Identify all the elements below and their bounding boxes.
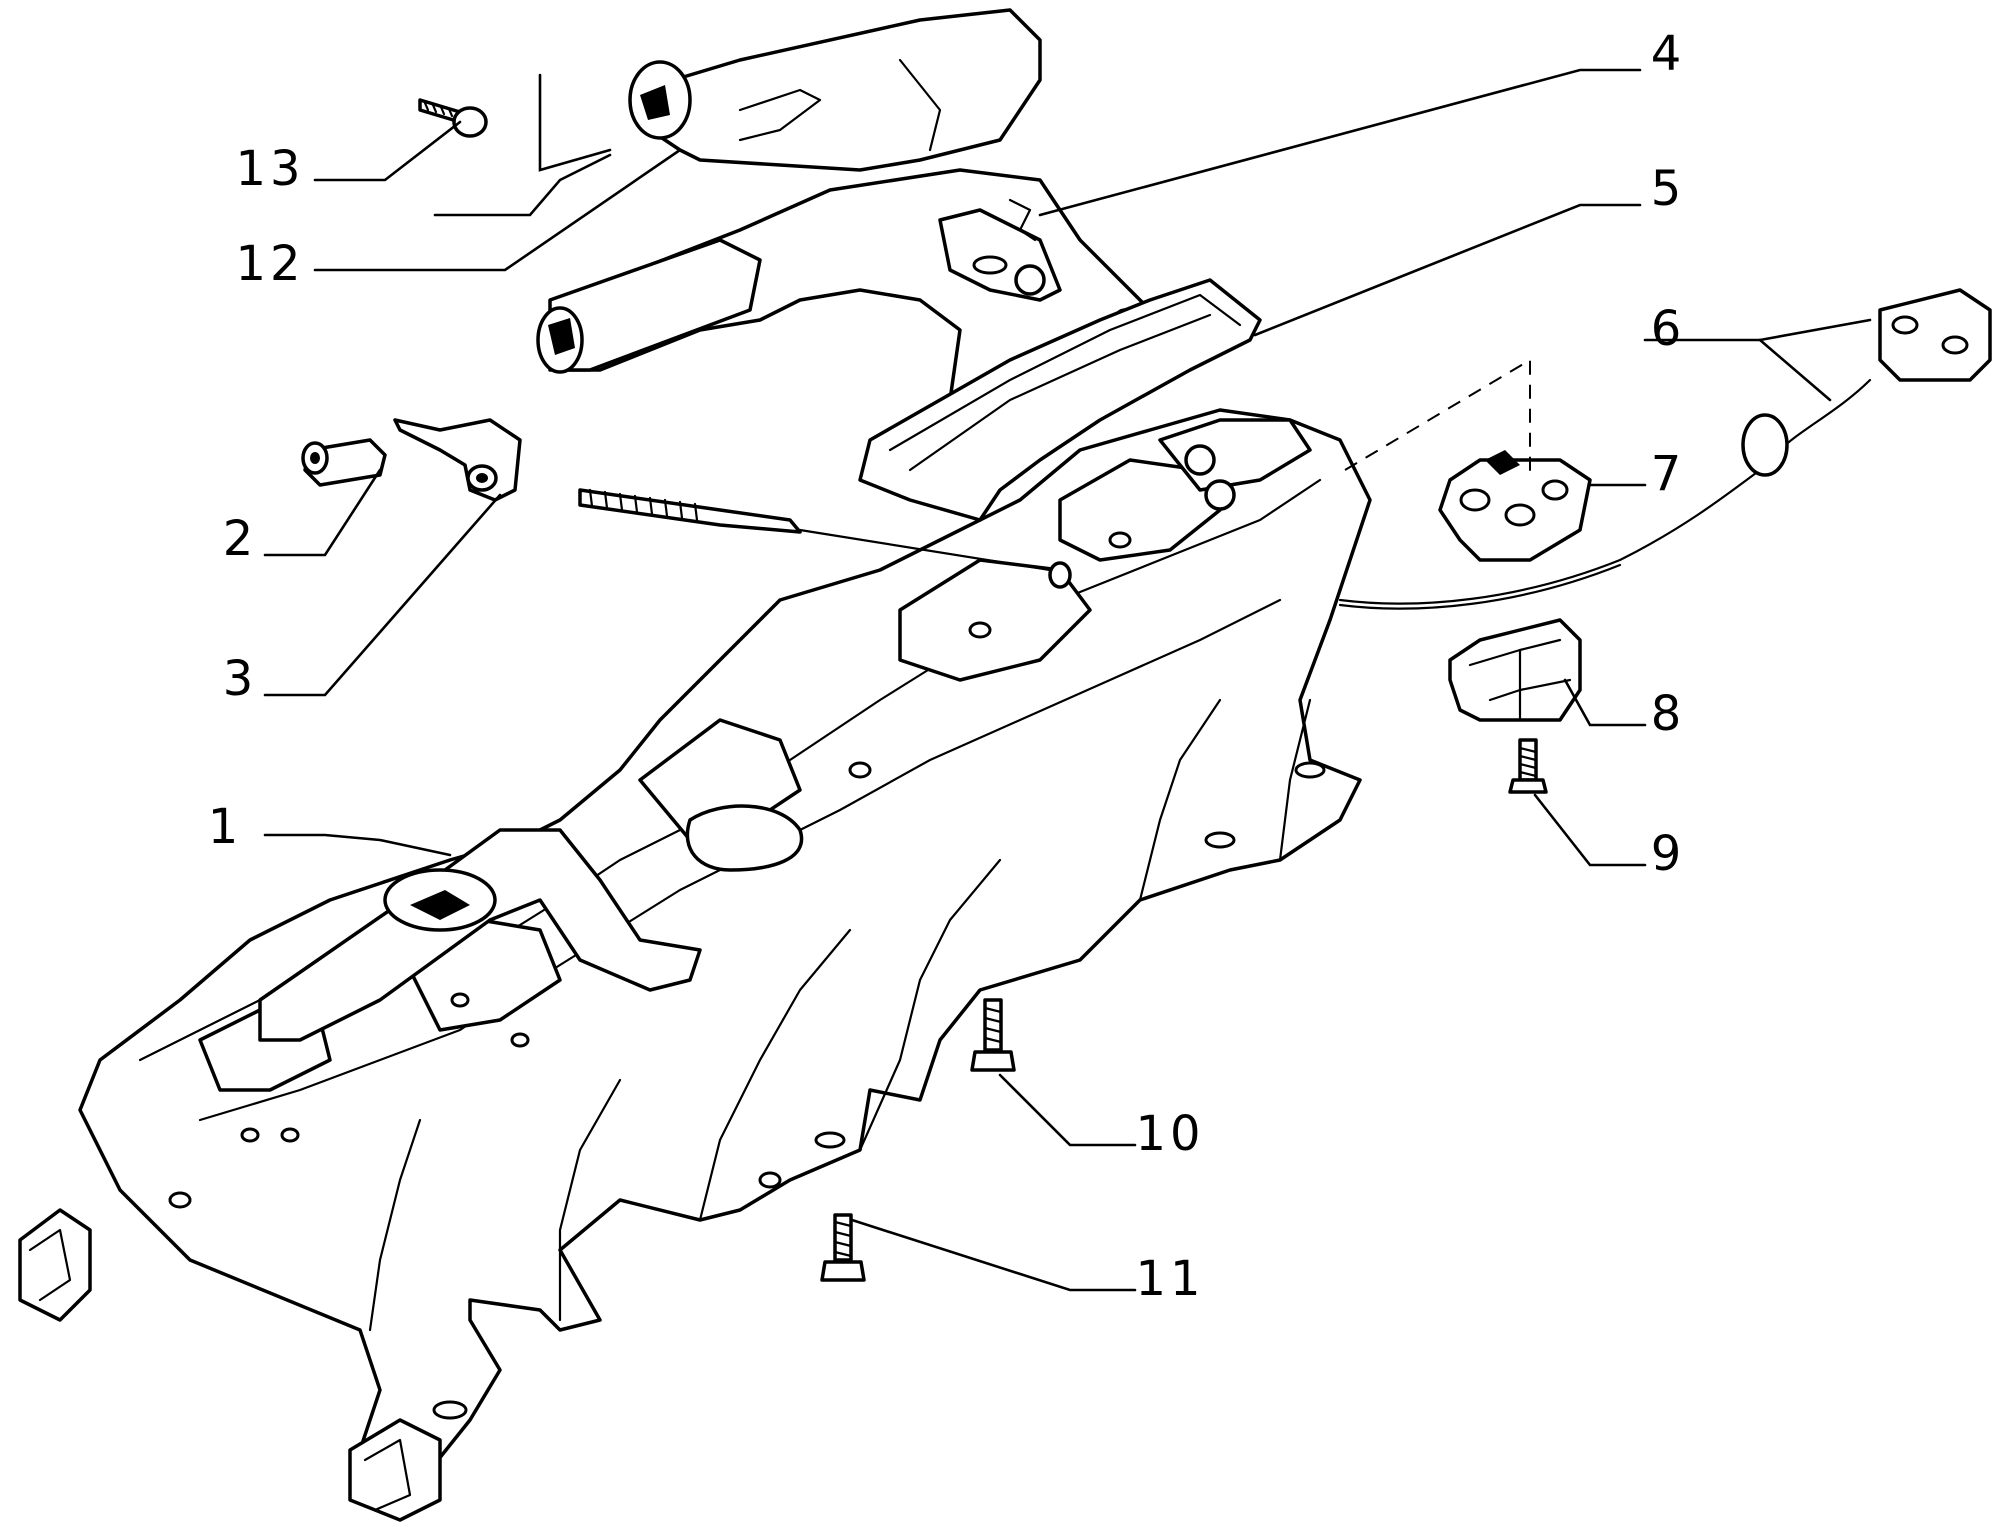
brake-cable <box>1338 288 1992 610</box>
callout-1: 1 <box>208 799 243 855</box>
lever-boot <box>858 278 1262 522</box>
mounting-bracket-7 <box>1438 450 1592 562</box>
callout-8: 8 <box>1651 686 1686 742</box>
bushing <box>301 438 387 487</box>
clip-bracket <box>393 418 522 502</box>
screw-13 <box>418 98 488 138</box>
callout-6: 6 <box>1651 301 1686 357</box>
callout-7: 7 <box>1651 446 1686 502</box>
lever-grip-cover <box>628 8 1042 172</box>
leader-lines <box>263 68 1872 1292</box>
callout-12: 12 <box>235 236 304 292</box>
tunnel-base-panel <box>18 408 1372 1522</box>
threaded-rod <box>578 488 1072 589</box>
callout-10: 10 <box>1135 1106 1204 1162</box>
screw-9 <box>1508 738 1548 794</box>
screw-11 <box>820 1213 866 1282</box>
callout-labels: 1 2 3 4 5 6 7 8 9 10 11 12 13 <box>208 26 1686 1307</box>
callout-4: 4 <box>1651 26 1686 82</box>
callout-11: 11 <box>1135 1251 1204 1307</box>
alignment-line <box>1344 358 1531 480</box>
callout-5: 5 <box>1651 161 1686 217</box>
callout-3: 3 <box>223 651 258 707</box>
callout-2: 2 <box>223 511 258 567</box>
callout-13: 13 <box>235 141 304 197</box>
callout-9: 9 <box>1651 826 1686 882</box>
cable-clamp-8 <box>1448 618 1582 722</box>
screw-10 <box>970 998 1016 1072</box>
